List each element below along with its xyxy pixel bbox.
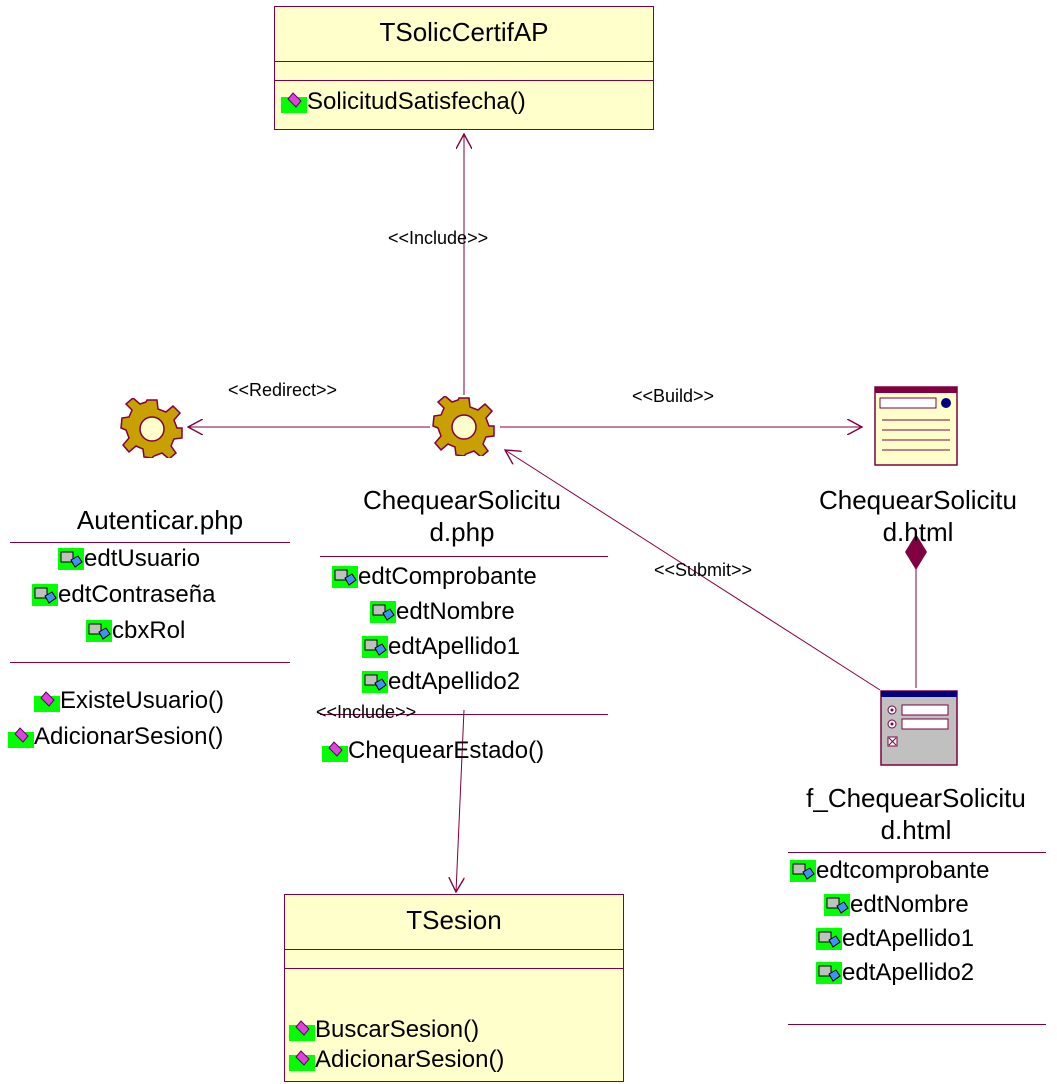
method-icon — [281, 92, 307, 113]
server-page-gear-icon-autenticar[interactable] — [120, 398, 184, 458]
method-icon — [8, 727, 34, 748]
submit-stereotype: <<Submit>> — [654, 560, 753, 580]
client-page-icon[interactable] — [874, 386, 958, 466]
attribute-label: edtApellido1 — [842, 925, 975, 952]
attribute-icon — [32, 584, 58, 606]
attribute-icon — [332, 566, 358, 588]
attribute-icon — [86, 620, 112, 642]
method-row: ChequearEstado() — [322, 736, 544, 766]
method-label: SolicitudSatisfecha() — [307, 88, 526, 115]
attribute-row: edtcomprobante — [790, 856, 989, 886]
attribute-row: edtApellido1 — [362, 632, 520, 662]
attribute-row: edtApellido2 — [362, 667, 520, 697]
class-tsesion[interactable]: TSesion BuscarSesion() AdicionarSesion() — [284, 894, 624, 1082]
method-row: SolicitudSatisfecha() — [281, 87, 526, 117]
attribute-label: edtApellido1 — [388, 633, 521, 660]
divider — [10, 662, 290, 663]
composition-diamond — [905, 534, 927, 570]
method-label: ChequearEstado() — [348, 737, 545, 764]
f-chequear-name-line1: f_ChequearSolicitu — [806, 783, 1026, 813]
include-stereotype-top: <<Include>> — [388, 228, 489, 248]
attribute-label: edtNombre — [396, 598, 515, 625]
chequear-html-name-line1: ChequearSolicitu — [818, 485, 1017, 515]
method-label: ExisteUsuario() — [60, 687, 225, 714]
attribute-row: edtNombre — [370, 597, 515, 627]
attribute-icon — [362, 636, 388, 658]
attribute-icon — [362, 671, 388, 693]
method-icon — [322, 741, 348, 762]
build-stereotype: <<Build>> — [632, 386, 715, 406]
attribute-section — [285, 950, 623, 969]
attribute-label: cbxRol — [112, 617, 186, 644]
attribute-section — [275, 62, 653, 81]
attribute-icon — [816, 928, 842, 950]
chequear-php-name-line2: d.php — [429, 517, 495, 547]
method-icon — [34, 691, 60, 712]
attribute-label: edtContraseña — [58, 581, 216, 608]
method-row: ExisteUsuario() — [34, 686, 224, 716]
attribute-row: edtComprobante — [332, 562, 537, 592]
method-label: AdicionarSesion() — [315, 1046, 505, 1073]
attribute-icon — [58, 548, 84, 570]
divider — [320, 556, 608, 557]
attribute-label: edtcomprobante — [816, 857, 990, 884]
attribute-icon — [370, 601, 396, 623]
autenticar-name: Autenticar.php — [76, 505, 244, 535]
divider — [320, 714, 608, 715]
attribute-label: edtApellido2 — [388, 668, 521, 695]
include-arrow-bottom — [456, 709, 464, 892]
method-icon — [289, 1050, 315, 1071]
class-title: TSesion — [285, 895, 623, 950]
attribute-label: edtNombre — [850, 891, 969, 918]
method-row: BuscarSesion() — [289, 1015, 479, 1045]
redirect-stereotype: <<Redirect>> — [228, 380, 338, 400]
attribute-label: edtUsuario — [84, 545, 201, 572]
attribute-icon — [824, 894, 850, 916]
attribute-row: edtApellido2 — [816, 958, 974, 988]
chequear-php-name-line1: ChequearSolicitu — [362, 485, 561, 515]
class-title: TSolicCertifAP — [275, 7, 653, 62]
f-chequear-name-line2: d.html — [880, 815, 952, 845]
attribute-row: cbxRol — [86, 616, 185, 646]
method-label: BuscarSesion() — [315, 1016, 480, 1043]
method-row: AdicionarSesion() — [289, 1045, 504, 1075]
attribute-icon — [790, 860, 816, 882]
attribute-row: edtApellido1 — [816, 924, 974, 954]
submit-arrow — [505, 450, 881, 691]
attribute-icon — [816, 962, 842, 984]
attribute-label: edtApellido2 — [842, 959, 975, 986]
server-page-gear-icon-chequear[interactable] — [432, 396, 496, 456]
attribute-row: edtNombre — [824, 890, 969, 920]
attribute-label: edtComprobante — [358, 563, 537, 590]
attribute-row: edtContraseña — [32, 580, 215, 610]
divider — [10, 542, 290, 543]
divider — [788, 1024, 1046, 1025]
html-form-icon[interactable] — [880, 690, 958, 766]
method-row: AdicionarSesion() — [8, 722, 223, 752]
include-stereotype-bottom: <<Include>> — [316, 702, 417, 722]
divider — [788, 852, 1046, 853]
attribute-row: edtUsuario — [58, 544, 200, 574]
method-icon — [289, 1020, 315, 1041]
method-label: AdicionarSesion() — [34, 723, 224, 750]
class-tsoliccertifap[interactable]: TSolicCertifAP SolicitudSatisfecha() — [274, 6, 654, 130]
chequear-html-name-line2: d.html — [882, 517, 954, 547]
